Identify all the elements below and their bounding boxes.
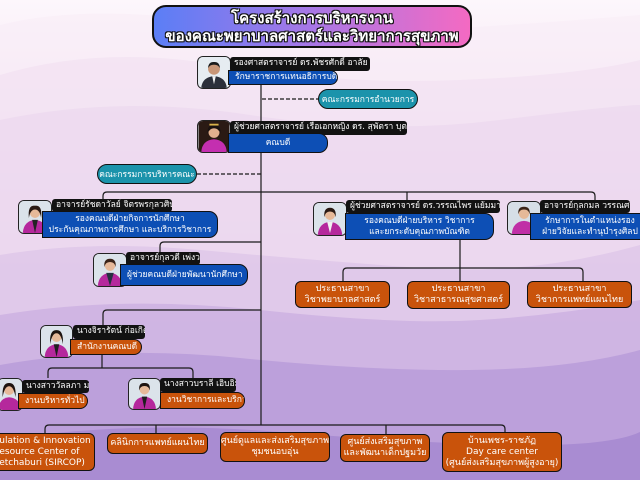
- unit-day-care-center-line1: บ้านเพชร-ราชภัฏ: [467, 435, 537, 446]
- program-chair-nursing-line2: วิชาพยาบาลศาสตร์: [304, 294, 381, 305]
- assistant-dean-student-dev-role-line1: ผู้ช่วยคณบดีฝ่ายพัฒนานักศึกษา: [127, 269, 243, 280]
- academic-service-photo: [128, 378, 161, 410]
- general-admin-role-line1: งานบริหารทั่วไป: [25, 395, 85, 406]
- acting-president-name: รองศาสตราจารย์ ดร.พัชรศักดิ์ อาลัย: [230, 57, 370, 71]
- office-head-role: สำนักงานคณบดี: [70, 339, 142, 355]
- office-head-name: นางจิรารัตน์ ก่อเกิด: [73, 325, 145, 339]
- academic-service-role: งานวิชาการและบริการ: [160, 392, 245, 409]
- vice-dean-admin-role-line2: และยกระดับคุณภาพบัณฑิต: [369, 226, 470, 237]
- person-portrait-icon: [41, 326, 72, 357]
- person-portrait-icon: [198, 57, 230, 88]
- unit-sircop[interactable]: Simulation & Innovation Resource Center …: [0, 433, 95, 471]
- unit-sircop-line2: Resource Center of: [0, 446, 80, 457]
- general-admin-role: งานบริหารทั่วไป: [18, 393, 88, 409]
- unit-day-care-center-line3: (ศูนย์ส่งเสริมสุขภาพผู้สูงอายุ): [445, 457, 559, 468]
- unit-thai-medicine-clinic[interactable]: คลินิกการแพทย์แผนไทย: [107, 433, 208, 454]
- dean-role-line1: คณบดี: [265, 137, 291, 148]
- vice-dean-admin-name: ผู้ช่วยศาสตราจารย์ ดร.วรรณไพร แย้มมา: [346, 200, 500, 213]
- dean-name: ผู้ช่วยศาสตราจารย์ เรือเอกหญิง ดร. สุพัต…: [230, 121, 407, 135]
- unit-thai-medicine-clinic-line1: คลินิกการแพทย์แผนไทย: [110, 438, 205, 448]
- academic-service-role-line1: งานวิชาการและบริการ: [167, 395, 245, 405]
- acting-vice-dean-research-role-line1: รักษาการในตำแหน่งรอง: [545, 215, 635, 226]
- program-chair-nursing[interactable]: ประธานสาขา วิชาพยาบาลศาสตร์: [295, 281, 390, 308]
- program-chair-public-health[interactable]: ประธานสาขา วิชาสาธารณสุขศาสตร์: [407, 281, 510, 309]
- unit-community-health-center-line2: ชุมชนอบอุ่น: [251, 447, 299, 457]
- office-head-role-line1: สำนักงานคณบดี: [77, 341, 138, 352]
- program-chair-thai-medicine-line1: ประธานสาขา: [552, 283, 607, 294]
- steering-committee-pill[interactable]: คณะกรรมการอำนวยการ: [318, 89, 418, 109]
- unit-early-childhood-center[interactable]: ศูนย์ส่งเสริมสุขภาพ และพัฒนาเด็กปฐมวัย: [340, 434, 430, 462]
- office-branch: [102, 309, 261, 325]
- unit-day-care-center-line2: Day care center: [466, 446, 538, 457]
- assistant-dean-student-dev-name: อาจารย์กุลวดี เพ่งวา: [126, 252, 200, 265]
- office-head-photo: [40, 325, 73, 358]
- program-chair-public-health-line2: วิชาสาธารณสุขศาสตร์: [413, 295, 504, 305]
- vice-dean-admin-role-line1: รองคณบดีฝ่ายบริหาร วิชาการ: [364, 215, 475, 226]
- acting-vice-dean-research-role: รักษาการในตำแหน่งรอง ฝ่ายวิจัยและทำนุบำร…: [530, 213, 640, 240]
- acting-vice-dean-research-role-line2: ฝ่ายวิจัยและทำนุบำรุงศิลป: [542, 226, 638, 237]
- program-chair-thai-medicine-line2: วิชาการแพทย์แผนไทย: [535, 294, 624, 305]
- acting-vice-dean-research-name: อาจารย์กุลกมล วรรณศรี: [540, 200, 630, 213]
- vice-dean-student-name: อาจารย์รัชดาวัลย์ จิตรพรกุลวศิน: [52, 199, 172, 212]
- program-chair-bus: [342, 267, 584, 281]
- person-portrait-icon: [198, 121, 230, 152]
- general-admin-photo: [0, 378, 23, 411]
- vice-dean-admin-photo: [313, 202, 347, 236]
- unit-early-childhood-center-line2: และพัฒนาเด็กปฐมวัย: [343, 448, 427, 458]
- academic-service-name: นางสาวบราลี เอิบอิ่ม: [160, 378, 236, 392]
- person-portrait-icon: [0, 379, 22, 410]
- faculty-executive-committee-pill[interactable]: คณะกรรมการบริหารคณะ: [97, 164, 197, 184]
- dean-role: คณบดี: [228, 133, 328, 153]
- unit-sircop-line3: Phetchaburi (SIRCOP): [0, 457, 85, 468]
- person-portrait-icon: [129, 379, 160, 409]
- person-portrait-icon: [314, 203, 346, 235]
- dean-photo: [197, 120, 231, 153]
- vice-dean-student-role: รองคณบดีฝ่ายกิจการนักศึกษา ประกันคุณภาพก…: [42, 211, 218, 238]
- vice-dean-branch-line: [102, 191, 596, 203]
- assistant-dean-branch: [159, 241, 261, 253]
- general-admin-name: นางสาววัลลภา มณีต้น: [22, 380, 89, 393]
- acting-president-photo: [197, 56, 231, 89]
- vice-dean-student-role-line1: รองคณบดีฝ่ายกิจการนักศึกษา: [75, 213, 185, 224]
- unit-community-health-center[interactable]: ศูนย์ดูแลและส่งเสริมสุขภาพ ชุมชนอบอุ่น: [220, 432, 330, 462]
- units-bus: [44, 424, 506, 434]
- program-chair-thai-medicine[interactable]: ประธานสาขา วิชาการแพทย์แผนไทย: [527, 281, 632, 308]
- program-chair-nursing-line1: ประธานสาขา: [315, 283, 370, 294]
- program-chair-public-health-line1: ประธานสาขา: [431, 284, 486, 294]
- office-sub-bus: [47, 367, 194, 378]
- chart-title-line2: ของคณะพยาบาลศาสตร์และวิทยาการสุขภาพ: [165, 26, 459, 45]
- vice-dean-student-role-line2: ประกันคุณภาพการศึกษา และบริการวิชาการ: [48, 224, 212, 235]
- assistant-dean-student-dev-role: ผู้ช่วยคณบดีฝ่ายพัฒนานักศึกษา: [120, 264, 248, 286]
- unit-early-childhood-center-line1: ศูนย์ส่งเสริมสุขภาพ: [347, 437, 423, 447]
- chart-title: โครงสร้างการบริหารงาน ของคณะพยาบาลศาสตร์…: [152, 5, 472, 48]
- vice-dean-admin-role: รองคณบดีฝ่ายบริหาร วิชาการ และยกระดับคุณ…: [345, 213, 494, 240]
- acting-president-role-line1: รักษาราชการแทนอธิการบดี: [235, 72, 338, 82]
- unit-sircop-line1: Simulation & Innovation: [0, 435, 91, 446]
- unit-day-care-center[interactable]: บ้านเพชร-ราชภัฏ Day care center (ศูนย์ส่…: [442, 432, 562, 472]
- unit-community-health-center-line1: ศูนย์ดูแลและส่งเสริมสุขภาพ: [220, 436, 330, 446]
- acting-president-role: รักษาราชการแทนอธิการบดี: [228, 70, 338, 85]
- chart-title-line1: โครงสร้างการบริหารงาน: [231, 8, 393, 27]
